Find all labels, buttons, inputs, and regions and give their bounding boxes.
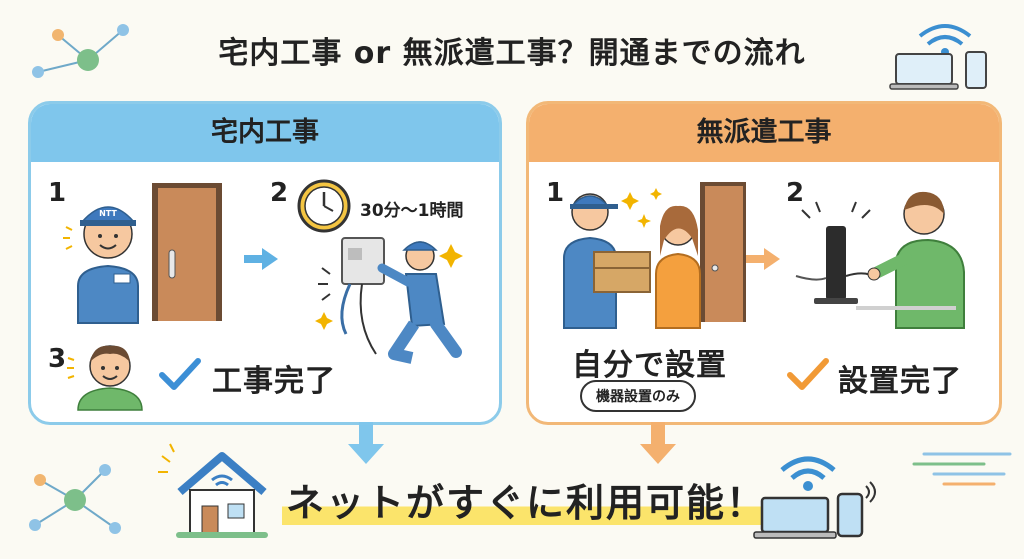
self-install-text: 自分で設置 xyxy=(572,348,727,383)
decorative-speed-lines xyxy=(912,452,1012,486)
technician-installing-illustration xyxy=(315,237,463,364)
install-complete-text: 設置完了 xyxy=(838,364,962,399)
house-wifi-icon xyxy=(158,443,268,538)
left-step-arrow-icon xyxy=(244,248,278,270)
right-step-arrow-icon xyxy=(746,248,780,270)
laptop-phone-wifi-icon xyxy=(889,24,987,90)
cap-badge: NTT xyxy=(99,209,117,218)
left-step2-number: 2 xyxy=(270,178,289,208)
technician-at-door-illustration: NTT xyxy=(63,183,222,324)
package-delivery-illustration xyxy=(563,182,746,329)
no-dispatch-construction-heading: 無派遣工事 xyxy=(529,104,999,162)
right-down-arrow-icon xyxy=(640,422,676,464)
left-step3-number: 3 xyxy=(48,344,67,374)
internet-ready-text: ネットがすぐに利用可能！ xyxy=(282,472,771,527)
clock-icon xyxy=(297,179,351,233)
network-icon-top-left xyxy=(32,24,129,78)
left-checkmark-icon xyxy=(159,358,201,390)
person-connecting-router-illustration xyxy=(795,191,965,329)
right-step2-number: 2 xyxy=(786,178,805,208)
right-step1-number: 1 xyxy=(546,178,565,208)
laptop-phone-connected-icon xyxy=(753,456,876,539)
left-down-arrow-icon xyxy=(348,422,384,464)
right-checkmark-icon xyxy=(787,358,829,390)
network-icon-bottom-left xyxy=(29,464,121,534)
onsite-construction-heading: 宅内工事 xyxy=(31,104,499,162)
happy-person-icon xyxy=(67,345,143,411)
construction-duration: 30分〜1時間 xyxy=(360,201,464,221)
left-step1-number: 1 xyxy=(48,178,67,208)
device-install-only-badge: 機器設置のみ xyxy=(580,380,696,412)
page-title: 宅内工事 or 無派遣工事？開通までの流れ xyxy=(218,36,806,71)
construction-complete-text: 工事完了 xyxy=(212,364,336,399)
